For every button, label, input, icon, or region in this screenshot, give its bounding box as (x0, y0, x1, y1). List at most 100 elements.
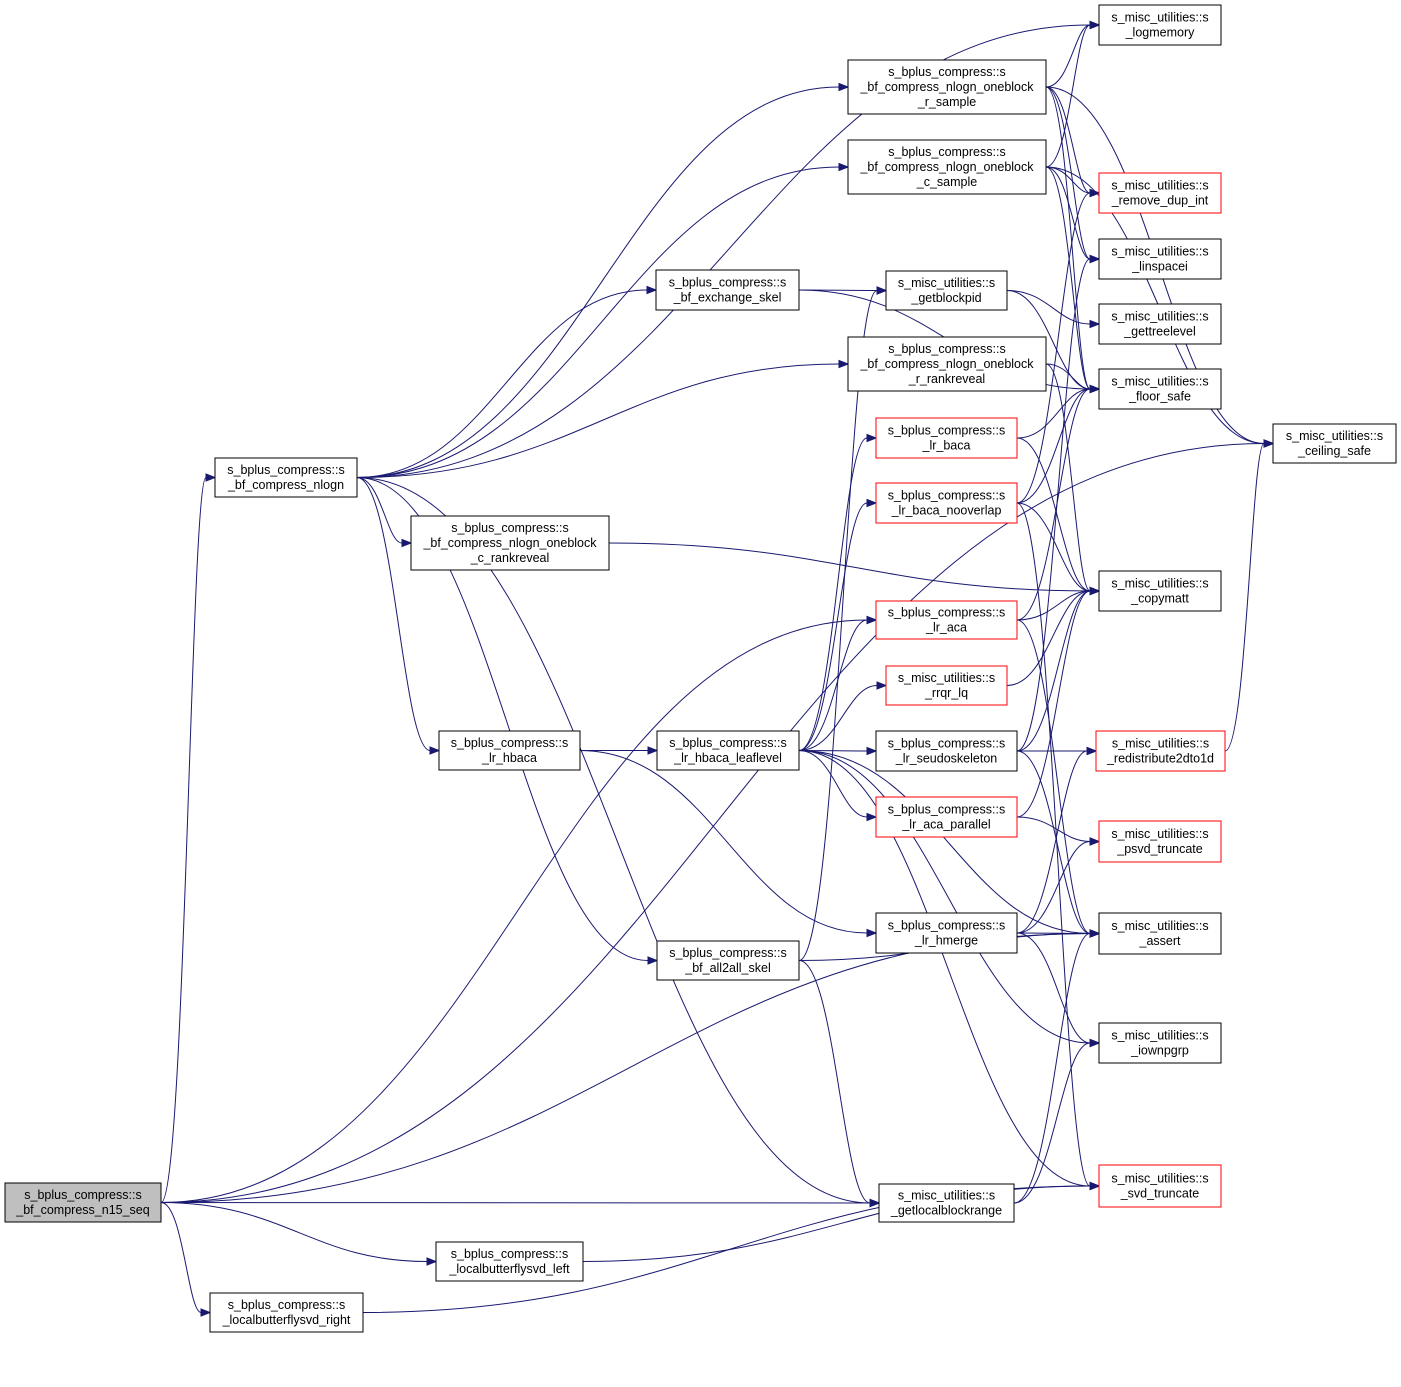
edge-hbaca-leaflevel-to-assert (798, 750, 1101, 938)
node-floor-safe[interactable]: s_misc_utilities::s_floor_safe (1098, 368, 1222, 410)
edge-lr-hmerge-to-iownpgrp (1016, 932, 1101, 1048)
node-nlogn[interactable]: s_bplus_compress::s_bf_compress_nlogn (214, 457, 358, 498)
edge-line (1016, 841, 1091, 934)
edge-line (1224, 443, 1265, 752)
edge-line (356, 363, 840, 478)
node-label-line: s_bplus_compress::s (669, 736, 786, 750)
node-iownpgrp[interactable]: s_misc_utilities::s_iownpgrp (1098, 1022, 1222, 1064)
node-lbsvd-left[interactable]: s_bplus_compress::s_localbutterflysvd_le… (435, 1241, 584, 1282)
edge-c-rankreveal-to-copymatt (608, 542, 1101, 596)
node-exchange-skel[interactable]: s_bplus_compress::s_bf_exchange_skel (655, 269, 800, 311)
node-box (1098, 4, 1222, 46)
node-getlocalblockrange[interactable]: s_misc_utilities::s_getlocalblockrange (878, 1183, 1015, 1223)
node-c-sample[interactable]: s_bplus_compress::s_bf_compress_nlogn_on… (847, 139, 1047, 195)
edge-line (356, 477, 403, 544)
edge-arrowhead (429, 746, 441, 755)
edge-arrowhead (1086, 746, 1098, 756)
node-label-line: s_misc_utilities::s (1286, 429, 1383, 443)
edge-arrowhead (1089, 837, 1101, 846)
node-hbaca-leaflevel[interactable]: s_bplus_compress::s_lr_hbaca_leaflevel (656, 730, 800, 771)
edge-line (1013, 933, 1091, 1204)
edge-line (1016, 619, 1091, 934)
node-label-line: _bf_compress_nlogn_oneblock (859, 80, 1034, 94)
edge-arrowhead (200, 1308, 212, 1317)
edge-arrowhead (1089, 319, 1101, 329)
node-r-sample[interactable]: s_bplus_compress::s_bf_compress_nlogn_on… (847, 59, 1047, 115)
edge-line (1016, 388, 1091, 504)
node-label-line: _redistribute2dto1d (1106, 752, 1214, 766)
node-gettreelevel[interactable]: s_misc_utilities::s_gettreelevel (1098, 303, 1222, 345)
edge-arrowhead (866, 615, 878, 625)
node-label-line: _ceiling_safe (1297, 444, 1371, 458)
node-remove-dup-int[interactable]: s_misc_utilities::s_remove_dup_int (1098, 172, 1222, 214)
node-psvd-truncate[interactable]: s_misc_utilities::s_psvd_truncate (1098, 820, 1222, 863)
edge-lr-seudoskeleton-to-redistribute2dto1d (1017, 746, 1098, 756)
node-r-rankreveal[interactable]: s_bplus_compress::s_bf_compress_nlogn_on… (847, 336, 1047, 392)
node-label-line: _gettreelevel (1123, 325, 1196, 339)
edge-line (798, 750, 868, 818)
edge-arrowhead (401, 538, 413, 548)
edge-arrowhead (869, 1198, 881, 1208)
edge-nlogn-to-lr-hbaca (356, 477, 441, 755)
node-box (4, 1182, 162, 1223)
edge-lbsvd-left-to-svd-truncate (582, 1181, 1101, 1262)
node-svd-truncate[interactable]: s_misc_utilities::s_svd_truncate (1098, 1164, 1222, 1208)
node-assert[interactable]: s_misc_utilities::s_assert (1098, 912, 1222, 955)
edge-nlogn-to-getlocalblockrange (356, 477, 881, 1208)
node-logmemory[interactable]: s_misc_utilities::s_logmemory (1098, 4, 1222, 46)
node-all2all-skel[interactable]: s_bplus_compress::s_bf_all2all_skel (656, 940, 800, 981)
edge-n15-to-lbsvd-left (160, 1202, 438, 1266)
node-ceiling-safe[interactable]: s_misc_utilities::s_ceiling_safe (1272, 423, 1397, 464)
edge-getblockpid-to-gettreelevel (1006, 290, 1101, 329)
node-lr-hbaca[interactable]: s_bplus_compress::s_lr_hbaca (438, 730, 581, 771)
node-label-line: _lr_seudoskeleton (895, 752, 998, 766)
node-label-line: _lr_hbaca_leaflevel (673, 751, 782, 765)
node-lr-baca[interactable]: s_bplus_compress::s_lr_baca (875, 417, 1018, 459)
node-box (1098, 912, 1222, 955)
edge-arrowhead (1089, 254, 1101, 264)
edge-c-sample-to-floor-safe (1045, 166, 1101, 394)
node-linspacei[interactable]: s_misc_utilities::s_linspacei (1098, 238, 1222, 280)
edge-getlocalblockrange-to-assert (1013, 929, 1101, 1204)
node-lr-baca-nooverlap[interactable]: s_bplus_compress::s_lr_baca_nooverlap (875, 482, 1018, 524)
node-box (1098, 368, 1222, 410)
edge-line (1045, 24, 1091, 168)
edge-hbaca-leaflevel-to-rrqr-lq (798, 681, 888, 751)
node-c-rankreveal[interactable]: s_bplus_compress::s_bf_compress_nlogn_on… (410, 515, 610, 571)
node-label-line: s_misc_utilities::s (1111, 245, 1208, 259)
node-box (875, 600, 1018, 640)
node-label-line: s_misc_utilities::s (1111, 577, 1208, 591)
edge-line (1016, 590, 1091, 621)
node-lr-aca[interactable]: s_bplus_compress::s_lr_aca (875, 600, 1018, 640)
edge-getlocalblockrange-to-iownpgrp (1013, 1038, 1101, 1204)
edge-r-rankreveal-to-copymatt (1045, 363, 1101, 596)
edge-line (1016, 502, 1091, 1187)
node-lbsvd-right[interactable]: s_bplus_compress::s_localbutterflysvd_ri… (209, 1292, 364, 1333)
node-box (875, 417, 1018, 459)
node-label-line: _lr_aca (925, 621, 967, 635)
node-n15[interactable]: s_bplus_compress::s_bf_compress_n15_seq (4, 1182, 162, 1223)
node-box (1095, 730, 1226, 772)
node-label-line: _bf_compress_nlogn (227, 478, 344, 492)
edge-redistribute2dto1d-to-ceiling-safe (1224, 439, 1275, 752)
edge-line (160, 1202, 871, 1204)
node-box (875, 796, 1018, 838)
node-box (655, 269, 800, 311)
node-redistribute2dto1d[interactable]: s_misc_utilities::s_redistribute2dto1d (1095, 730, 1226, 772)
edge-lr-aca-to-floor-safe (1016, 384, 1101, 621)
node-lr-hmerge[interactable]: s_bplus_compress::s_lr_hmerge (875, 912, 1018, 954)
node-lr-aca-parallel[interactable]: s_bplus_compress::s_lr_aca_parallel (875, 796, 1018, 838)
node-box (1098, 820, 1222, 863)
node-rrqr-lq[interactable]: s_misc_utilities::s_rrqr_lq (885, 665, 1008, 706)
node-box (209, 1292, 364, 1333)
edge-hbaca-leaflevel-to-lr-baca-nooverlap (798, 498, 878, 751)
node-label-line: s_bplus_compress::s (227, 463, 344, 477)
node-getblockpid[interactable]: s_misc_utilities::s_getblockpid (885, 270, 1008, 311)
edge-line (1016, 816, 1091, 842)
node-box (875, 912, 1018, 954)
node-lr-seudoskeleton[interactable]: s_bplus_compress::s_lr_seudoskeleton (875, 730, 1018, 772)
node-box (214, 457, 358, 498)
edge-line (160, 1202, 428, 1262)
node-copymatt[interactable]: s_misc_utilities::s_copymatt (1098, 570, 1222, 612)
node-label-line: _psvd_truncate (1116, 842, 1203, 856)
